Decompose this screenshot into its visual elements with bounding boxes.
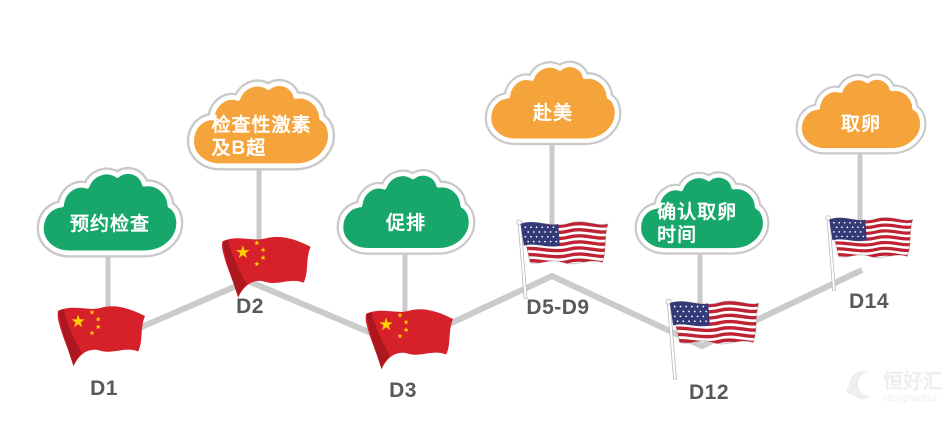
day-label-d5-d9: D5-D9 xyxy=(526,296,590,319)
day-label-d12: D12 xyxy=(688,381,730,404)
cloud-line: 检查性激素 xyxy=(211,115,312,137)
day-label-d3: D3 xyxy=(389,379,417,402)
cloud-text: 促排 xyxy=(336,166,476,262)
cloud-line: 时间 xyxy=(657,224,698,246)
cloud-book-checkup: 预约检查 xyxy=(36,164,184,265)
cloud-line: 取卵 xyxy=(840,114,881,136)
cloud-confirm-retrieval-time: 确认取卵 时间 xyxy=(634,168,770,262)
cloud-line: 及B超 xyxy=(211,137,267,159)
watermark-brand-en: Henghaohui xyxy=(883,392,937,404)
day-label-d1: D1 xyxy=(90,377,118,400)
cloud-line: 确认取卵 xyxy=(657,202,738,224)
cloud-hormone-ultrasound: 检查性激素 及B超 xyxy=(186,76,336,178)
usa-flag-icon xyxy=(816,212,916,296)
cloud-line: 预约检查 xyxy=(69,213,150,235)
watermark-logo-icon xyxy=(844,366,878,408)
cloud-line: 促排 xyxy=(385,212,426,234)
cloud-go-to-usa: 赴美 xyxy=(484,58,622,152)
day-label-d14: D14 xyxy=(848,290,890,313)
usa-flag-icon xyxy=(656,295,762,385)
usa-flag-icon xyxy=(506,216,612,304)
china-flag-icon xyxy=(360,303,460,383)
china-flag-icon xyxy=(52,300,152,380)
cloud-egg-retrieval: 取卵 xyxy=(795,70,927,162)
cloud-text: 确认取卵 时间 xyxy=(634,168,770,262)
cloud-text: 预约检查 xyxy=(36,164,184,265)
cloud-text: 检查性激素 及B超 xyxy=(186,76,336,178)
cloud-text: 取卵 xyxy=(795,70,927,162)
cloud-line: 赴美 xyxy=(532,103,573,125)
watermark: 恒好汇 Henghaohui xyxy=(844,366,943,408)
watermark-brand: 恒好汇 xyxy=(883,370,943,393)
cloud-text: 赴美 xyxy=(484,58,622,152)
day-label-d2: D2 xyxy=(236,295,264,318)
cloud-stimulation: 促排 xyxy=(336,166,476,262)
watermark-text: 恒好汇 Henghaohui xyxy=(883,371,943,404)
